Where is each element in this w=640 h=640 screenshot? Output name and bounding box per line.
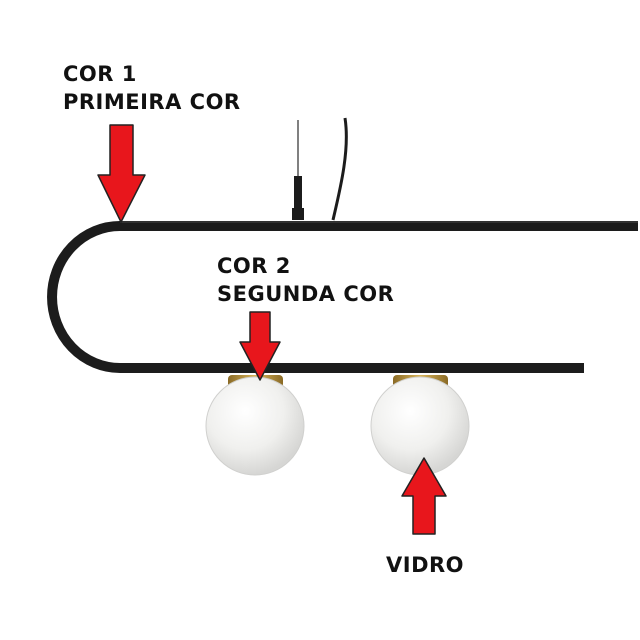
glass-globe-left [205, 376, 305, 476]
arrow-up-vidro-icon [401, 457, 447, 535]
ceiling-connector [292, 208, 304, 220]
cor1-label: COR 1 [63, 62, 137, 86]
segunda-cor-label: SEGUNDA COR [217, 282, 395, 306]
power-cord [331, 117, 348, 221]
cor2-label: COR 2 [217, 254, 291, 278]
primeira-cor-label: PRIMEIRA COR [63, 90, 241, 114]
arrow-down-cor2-icon [239, 311, 281, 381]
arrow-down-cor1-icon [97, 124, 146, 223]
vidro-label: VIDRO [386, 553, 465, 577]
cable-grip [294, 176, 302, 212]
glass-globe-right [370, 376, 470, 476]
metal-frame [47, 221, 638, 373]
